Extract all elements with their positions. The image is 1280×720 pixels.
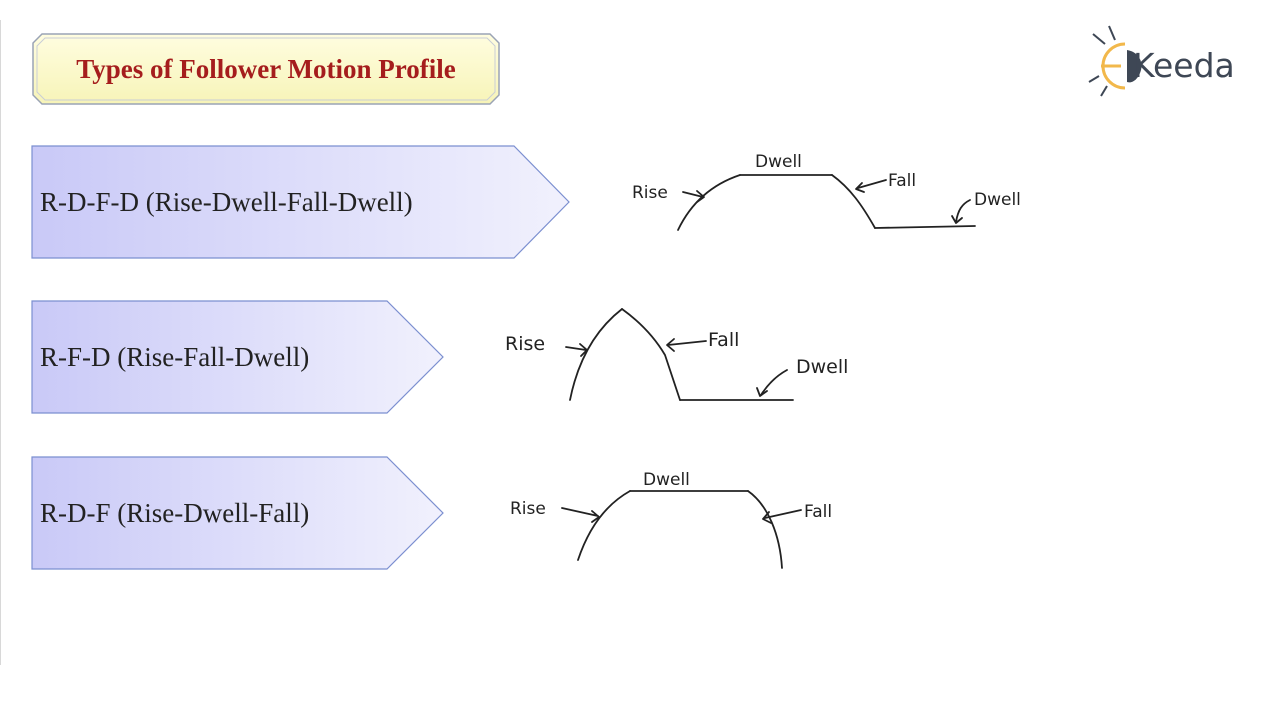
profile-arrow-rdfd: R-D-F-D (Rise-Dwell-Fall-Dwell) xyxy=(31,145,571,259)
title-banner: Types of Follower Motion Profile xyxy=(32,33,500,105)
fall-pointer xyxy=(855,179,887,193)
fall-pointer xyxy=(762,509,802,524)
sketch-label-fall: Fall xyxy=(888,171,916,191)
sketch-label-fall: Fall xyxy=(804,502,832,522)
profile-arrow-rdf: R-D-F (Rise-Dwell-Fall) xyxy=(31,456,445,570)
slide-edge xyxy=(0,20,1,665)
sketch-label-rise: Rise xyxy=(505,333,545,355)
rise-pointer xyxy=(682,190,705,203)
dwell-bottom-line xyxy=(874,225,976,229)
dwell-pointer xyxy=(756,369,788,397)
profile-arrow-rfd: R-F-D (Rise-Fall-Dwell) xyxy=(31,300,445,414)
sketch-rdf xyxy=(561,490,802,569)
rise-curve xyxy=(577,490,631,561)
fall-curve xyxy=(747,490,783,569)
profile-label: R-D-F (Rise-Dwell-Fall) xyxy=(40,497,310,528)
fall-curve xyxy=(621,308,681,401)
dwell-pointer xyxy=(951,199,971,224)
sketch-label-rise: Rise xyxy=(510,499,546,519)
sketch-label-dwell: Dwell xyxy=(643,470,690,490)
brand-logo: Keeda xyxy=(1085,22,1255,102)
ekeeda-bug-icon xyxy=(1088,25,1142,97)
brand-name: Keeda xyxy=(1133,46,1235,85)
page-title: Types of Follower Motion Profile xyxy=(76,53,456,84)
rise-pointer xyxy=(565,343,588,357)
sketch-label-fall: Fall xyxy=(708,329,739,351)
rise-curve xyxy=(677,174,741,231)
rise-pointer xyxy=(561,507,600,523)
sketch-label-dwell: Dwell xyxy=(974,190,1021,210)
fall-pointer xyxy=(666,338,707,352)
sketch-rdfd xyxy=(677,174,976,231)
profile-label: R-F-D (Rise-Fall-Dwell) xyxy=(40,341,310,372)
sketch-label-dwell: Dwell xyxy=(796,356,848,378)
fall-curve xyxy=(831,174,876,229)
sketch-rfd xyxy=(565,308,794,401)
rise-curve xyxy=(569,308,623,401)
profile-label: R-D-F-D (Rise-Dwell-Fall-Dwell) xyxy=(40,186,413,217)
sketch-label-dwell: Dwell xyxy=(755,152,802,172)
sketch-label-rise: Rise xyxy=(632,183,668,203)
